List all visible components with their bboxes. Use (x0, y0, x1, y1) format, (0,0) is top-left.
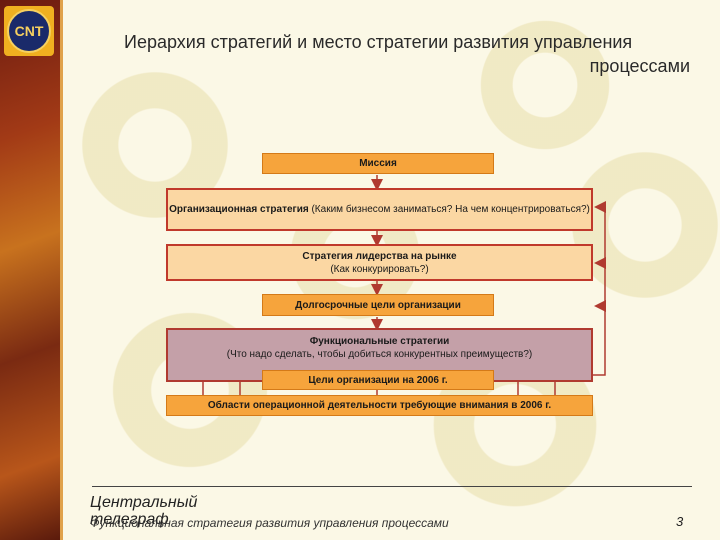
longterm-goals-box: Долгосрочные цели организации (262, 294, 494, 316)
functional-title: Функциональные стратегии (310, 335, 450, 348)
org-strategy-title: Организационная стратегия (169, 204, 309, 215)
org-strategy-question: (Каким бизнесом заниматься? На чем конце… (309, 204, 590, 215)
feedback-arrow (593, 207, 605, 375)
mission-box: Миссия (262, 153, 494, 174)
leadership-strategy-box: Стратегия лидерства на рынке (Как конкур… (166, 244, 593, 281)
longterm-goals-label: Долгосрочные цели организации (295, 299, 461, 312)
footer-divider (92, 486, 692, 487)
mission-label: Миссия (359, 157, 397, 170)
functional-subtitle: (Что надо сделать, чтобы добиться конкур… (227, 348, 533, 361)
leadership-title: Стратегия лидерства на рынке (302, 250, 456, 263)
page-number: 3 (676, 514, 683, 529)
footer-text: Функциональная стратегия развития управл… (90, 516, 449, 530)
operational-areas-label: Области операционной деятельности требую… (208, 399, 551, 412)
goals-2006-box: Цели организации на 2006 г. (262, 370, 494, 390)
organizational-strategy-box: Организационная стратегия (Каким бизнесо… (166, 188, 593, 231)
footer-brand-line-1: Центральный (90, 494, 197, 511)
goals-2006-label: Цели организации на 2006 г. (308, 374, 447, 387)
operational-areas-box: Области операционной деятельности требую… (166, 395, 593, 416)
leadership-subtitle: (Как конкурировать?) (330, 263, 428, 276)
